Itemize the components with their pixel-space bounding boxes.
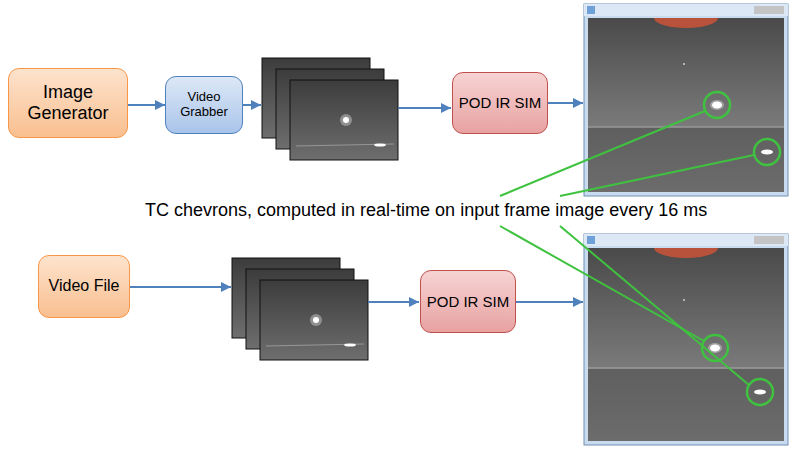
horizon-line	[266, 344, 364, 346]
node-label: Video File	[49, 277, 120, 295]
chevron-circle	[754, 139, 780, 165]
window-icon	[587, 236, 595, 244]
screenshot	[584, 234, 788, 445]
target-glow	[340, 114, 352, 126]
title-bar	[584, 4, 788, 16]
red-arc	[654, 248, 718, 258]
window-buttons	[754, 6, 784, 14]
flow-arrow	[368, 301, 419, 303]
leader-lines	[500, 111, 754, 385]
target-blob	[754, 390, 766, 395]
target-blob	[712, 102, 722, 109]
leader-line	[560, 155, 754, 196]
process-box: Image Generator	[8, 68, 128, 138]
window-icon	[587, 6, 595, 14]
target-blob	[761, 150, 773, 155]
flow-arrow	[548, 102, 583, 104]
process-box: POD IR SIM	[420, 270, 516, 333]
window-frame	[584, 234, 788, 445]
node-label: Video Grabber	[171, 90, 237, 120]
target-streak	[374, 143, 386, 146]
screenshot	[584, 4, 788, 196]
flow-arrow	[243, 104, 261, 106]
target-glow	[310, 314, 322, 326]
process-box: POD IR SIM	[452, 72, 548, 134]
horizon-line	[588, 126, 784, 128]
chevron-circle	[704, 92, 730, 118]
target-dot	[313, 317, 319, 323]
leader-line	[560, 226, 749, 385]
window-buttons	[754, 236, 784, 244]
target-dot	[343, 117, 349, 123]
annotation-text: TC chevrons, computed in real-time on in…	[142, 200, 710, 221]
process-box: Video Grabber	[165, 76, 243, 134]
target-blob	[710, 345, 720, 352]
red-arc	[654, 18, 718, 28]
target-glow	[710, 100, 724, 110]
leader-line	[500, 226, 704, 341]
frame-stack	[232, 258, 368, 360]
horizon-line	[588, 367, 784, 369]
flow-arrow	[130, 286, 231, 288]
speck	[683, 299, 685, 301]
node-label: POD IR SIM	[427, 293, 510, 310]
title-bar	[584, 234, 788, 246]
frame-stack	[262, 58, 398, 160]
speck	[683, 63, 685, 65]
flow-arrow	[398, 107, 451, 109]
node-label: POD IR SIM	[459, 94, 542, 111]
flow-arrow	[128, 104, 165, 106]
video-frame	[260, 280, 368, 360]
target-streak	[344, 343, 356, 346]
horizon-line	[296, 144, 394, 146]
video-frame	[290, 80, 398, 160]
process-box: Video File	[38, 255, 130, 318]
chevron-circle	[747, 379, 773, 405]
ir-image	[588, 248, 784, 441]
node-label: Image Generator	[14, 82, 122, 123]
flow-arrow	[516, 301, 583, 303]
window-frame	[584, 4, 788, 196]
ir-image	[588, 18, 784, 192]
